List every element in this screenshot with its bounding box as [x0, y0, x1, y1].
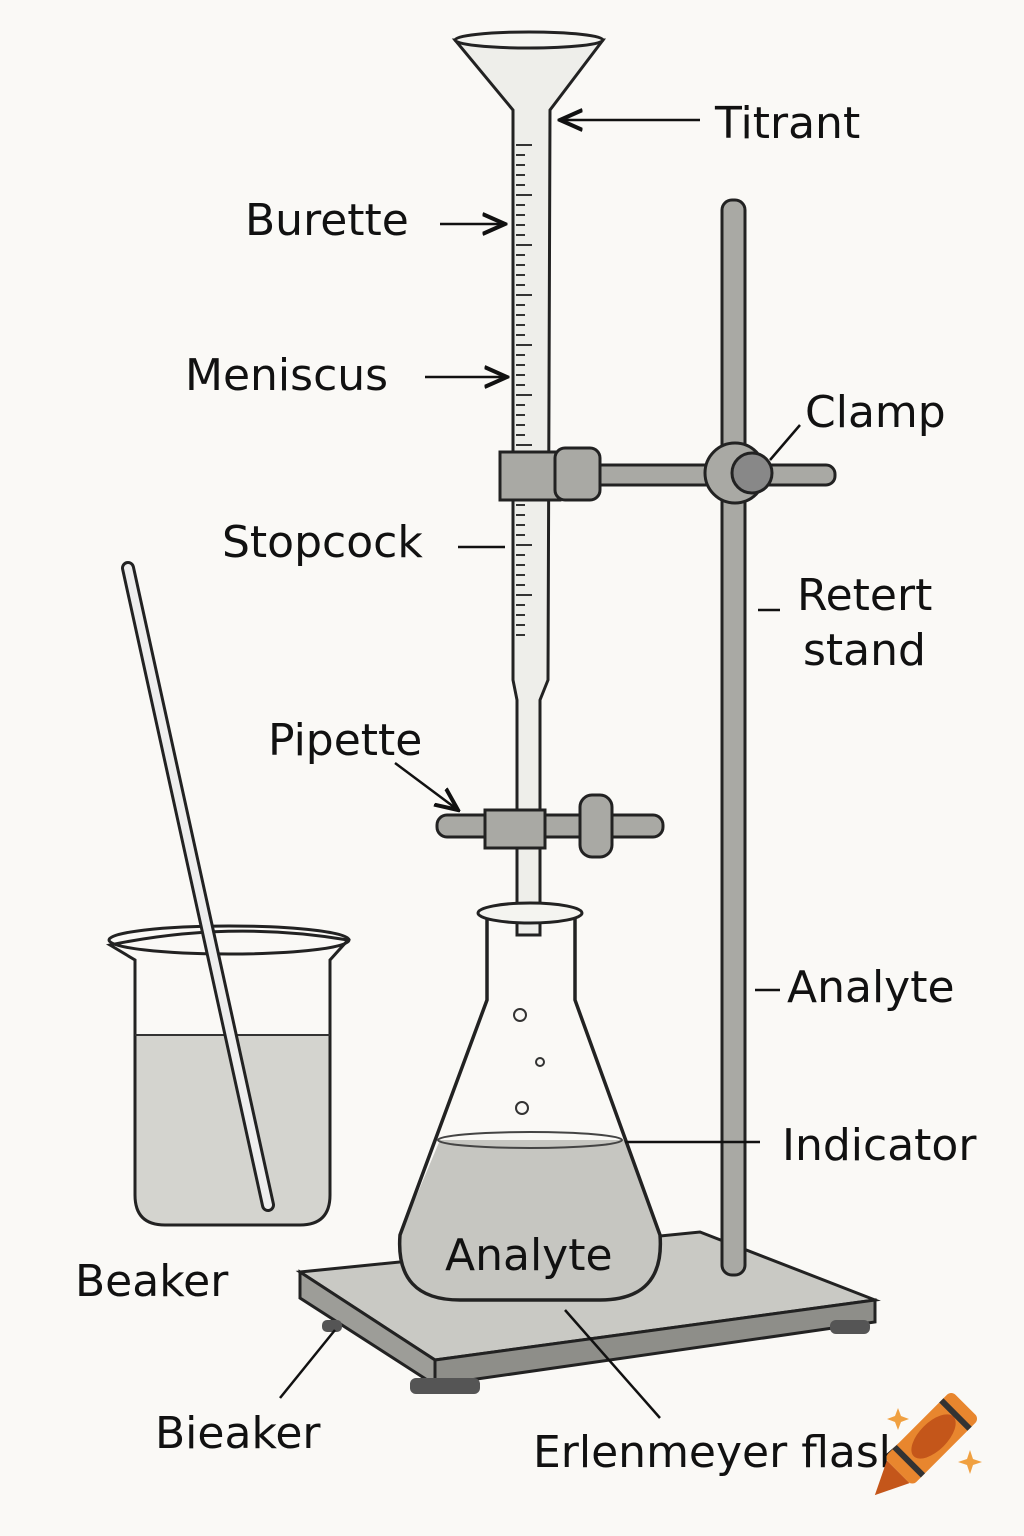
- label-burette: Burette: [245, 195, 409, 246]
- label-pipette: Pipette: [268, 715, 422, 766]
- leader-lines: [279, 120, 801, 1419]
- label-meniscus: Meniscus: [185, 350, 388, 401]
- lower-clamp: [435, 793, 665, 859]
- beaker: [105, 561, 351, 1227]
- label-bieaker: Bieaker: [155, 1408, 321, 1459]
- erlenmeyer-flask: [397, 901, 663, 1302]
- label-erlenmeyer: Erlenmeyer flask: [533, 1427, 905, 1478]
- label-retort-stand-2: stand: [803, 625, 926, 676]
- label-titrant: Titrant: [714, 98, 860, 149]
- label-clamp: Clamp: [805, 387, 946, 438]
- label-analyte-side: Analyte: [787, 962, 955, 1013]
- label-indicator: Indicator: [782, 1120, 977, 1171]
- label-retort-stand-1: Retert: [797, 570, 932, 621]
- label-beaker: Beaker: [75, 1256, 229, 1307]
- sparkle-icon: [887, 1408, 909, 1430]
- retort-stand-rod: [720, 198, 747, 1277]
- crayon-logo-icon: [874, 1392, 978, 1496]
- upper-clamp: [498, 441, 837, 505]
- label-stopcock: Stopcock: [222, 517, 423, 568]
- sparkle-icon: [958, 1450, 982, 1474]
- label-analyte-flask: Analyte: [445, 1230, 613, 1281]
